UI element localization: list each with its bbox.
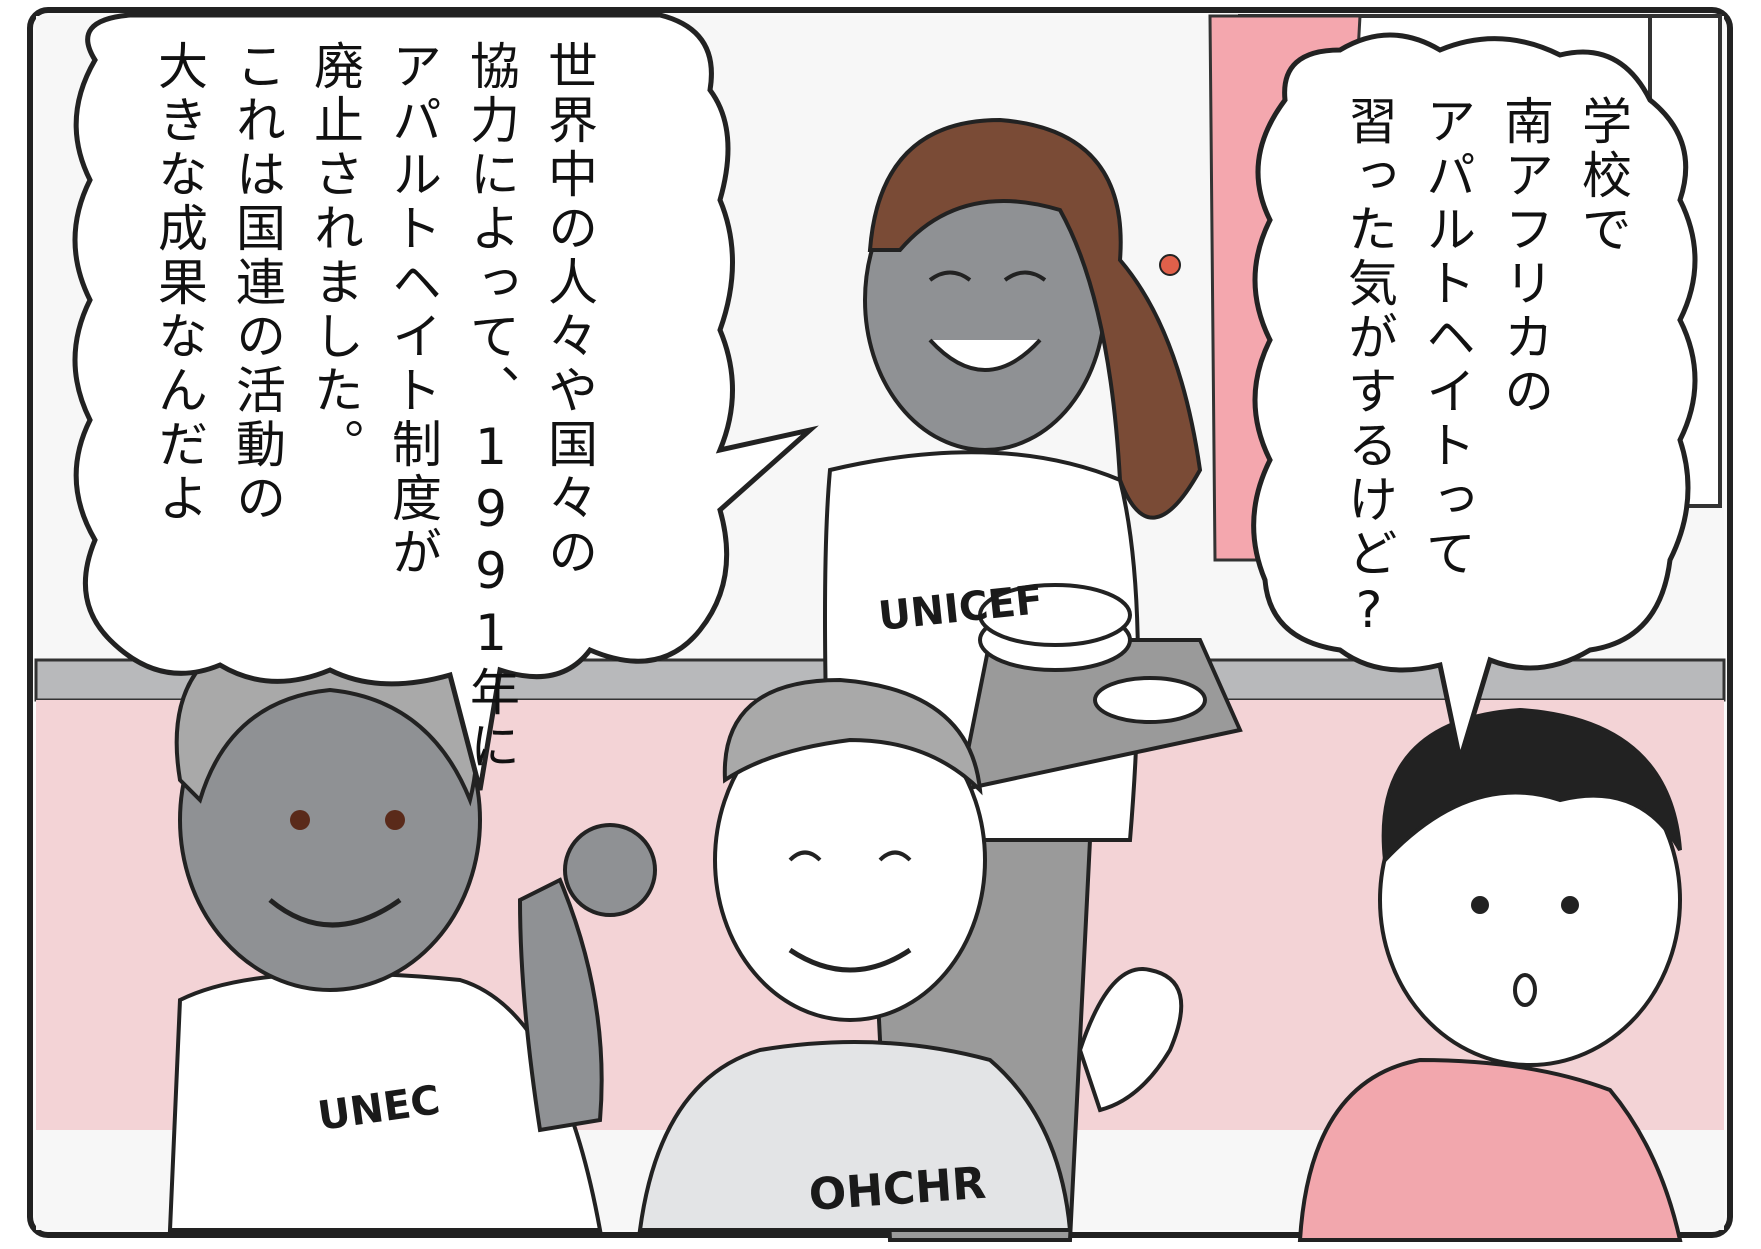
bubble-right-line-2: 南アフリカの: [1496, 95, 1554, 419]
center-man-figure: OHCHR: [637, 677, 1184, 1232]
bubble-left-line-1: 世界中の人々や国々の: [540, 40, 598, 580]
bubble-left-line-5: これは国連の活動の: [228, 40, 286, 526]
bubble-right-line-4: 習った気がするけど?: [1340, 95, 1398, 643]
bubble-left-line-2: 協力によって、1991年に: [462, 40, 520, 774]
shirt-label-center-man: OHCHR: [807, 1158, 987, 1221]
right-girl-figure: [1297, 707, 1683, 1242]
bubble-left-line-6: 大きな成果なんだよ: [150, 40, 208, 526]
bubble-right-line-3: アパルトヘイトって: [1418, 95, 1476, 581]
bubble-left-text: 世界中の人々や国々の 協力によって、1991年に アパルトヘイト制度が 廃止され…: [140, 40, 608, 774]
bubble-left-line-3: アパルトヘイト制度が: [384, 40, 442, 580]
bubble-right-text: 学校で 南アフリカの アパルトヘイトって 習った気がするけど?: [1330, 95, 1642, 655]
bubble-left-line-4: 廃止されました。: [306, 40, 364, 472]
woman-figure: UNICEF: [823, 117, 1243, 1242]
speech-bubble-left: [72, 12, 819, 791]
speech-bubble-right: [1251, 32, 1698, 761]
bubble-right-line-1: 学校で: [1574, 95, 1632, 257]
